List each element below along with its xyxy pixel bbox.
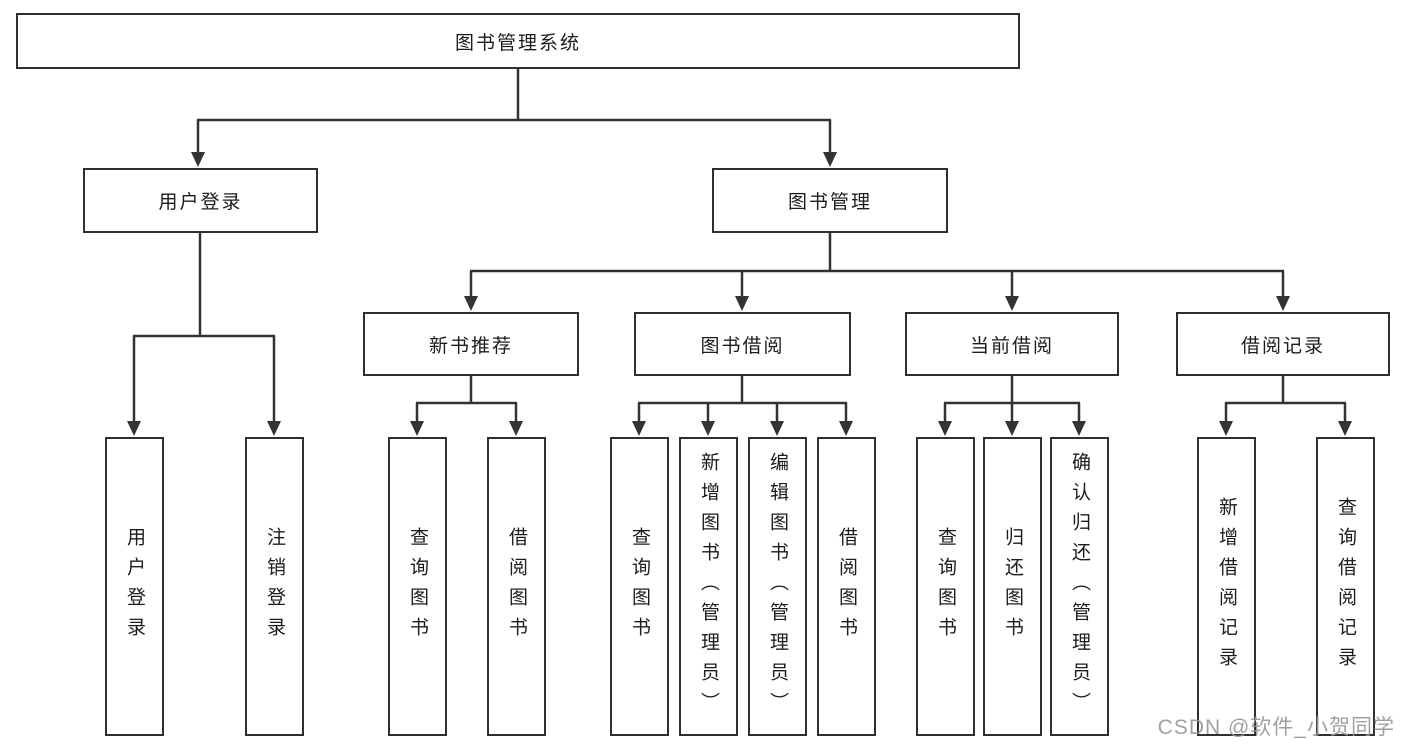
leaf-confirm-return-admin: 确认归还（管理员） xyxy=(1050,437,1109,736)
leaf-current-query-book: 查询图书 xyxy=(916,437,975,736)
node-book-management-branch: 图书管理 xyxy=(712,168,948,233)
connector-borrowrecord-to-leaves xyxy=(1224,376,1347,423)
leaf-newbook-query-book: 查询图书 xyxy=(388,437,447,736)
connector-login-to-leaves xyxy=(132,233,276,423)
leaf-add-borrow-record: 新增借阅记录 xyxy=(1197,437,1256,736)
node-new-book-recommend: 新书推荐 xyxy=(363,312,579,376)
connector-root-to-level2 xyxy=(196,69,832,154)
leaf-user-login: 用户登录 xyxy=(105,437,164,736)
arrowheads xyxy=(127,152,1352,436)
leaf-newbook-borrow-book: 借阅图书 xyxy=(487,437,546,736)
csdn-watermark: CSDN @软件_小贺同学 xyxy=(1157,716,1395,739)
leaf-query-borrow-record: 查询借阅记录 xyxy=(1316,437,1375,736)
node-book-borrow: 图书借阅 xyxy=(634,312,851,376)
leaf-edit-book-admin: 编辑图书（管理员） xyxy=(748,437,807,736)
node-current-borrow: 当前借阅 xyxy=(905,312,1119,376)
leaf-borrow-query-book: 查询图书 xyxy=(610,437,669,736)
leaf-logout: 注销登录 xyxy=(245,437,304,736)
node-user-login-branch: 用户登录 xyxy=(83,168,318,233)
connector-currentborrow-to-leaves xyxy=(943,376,1081,423)
leaf-return-book: 归还图书 xyxy=(983,437,1042,736)
connector-newbook-to-leaves xyxy=(415,376,518,423)
leaf-borrow-borrow-book: 借阅图书 xyxy=(817,437,876,736)
connector-mgmt-to-level3 xyxy=(469,233,1285,298)
node-root-library-system: 图书管理系统 xyxy=(16,13,1020,69)
leaf-add-book-admin: 新增图书（管理员） xyxy=(679,437,738,736)
connector-bookborrow-to-leaves xyxy=(637,376,848,423)
node-borrow-record: 借阅记录 xyxy=(1176,312,1390,376)
